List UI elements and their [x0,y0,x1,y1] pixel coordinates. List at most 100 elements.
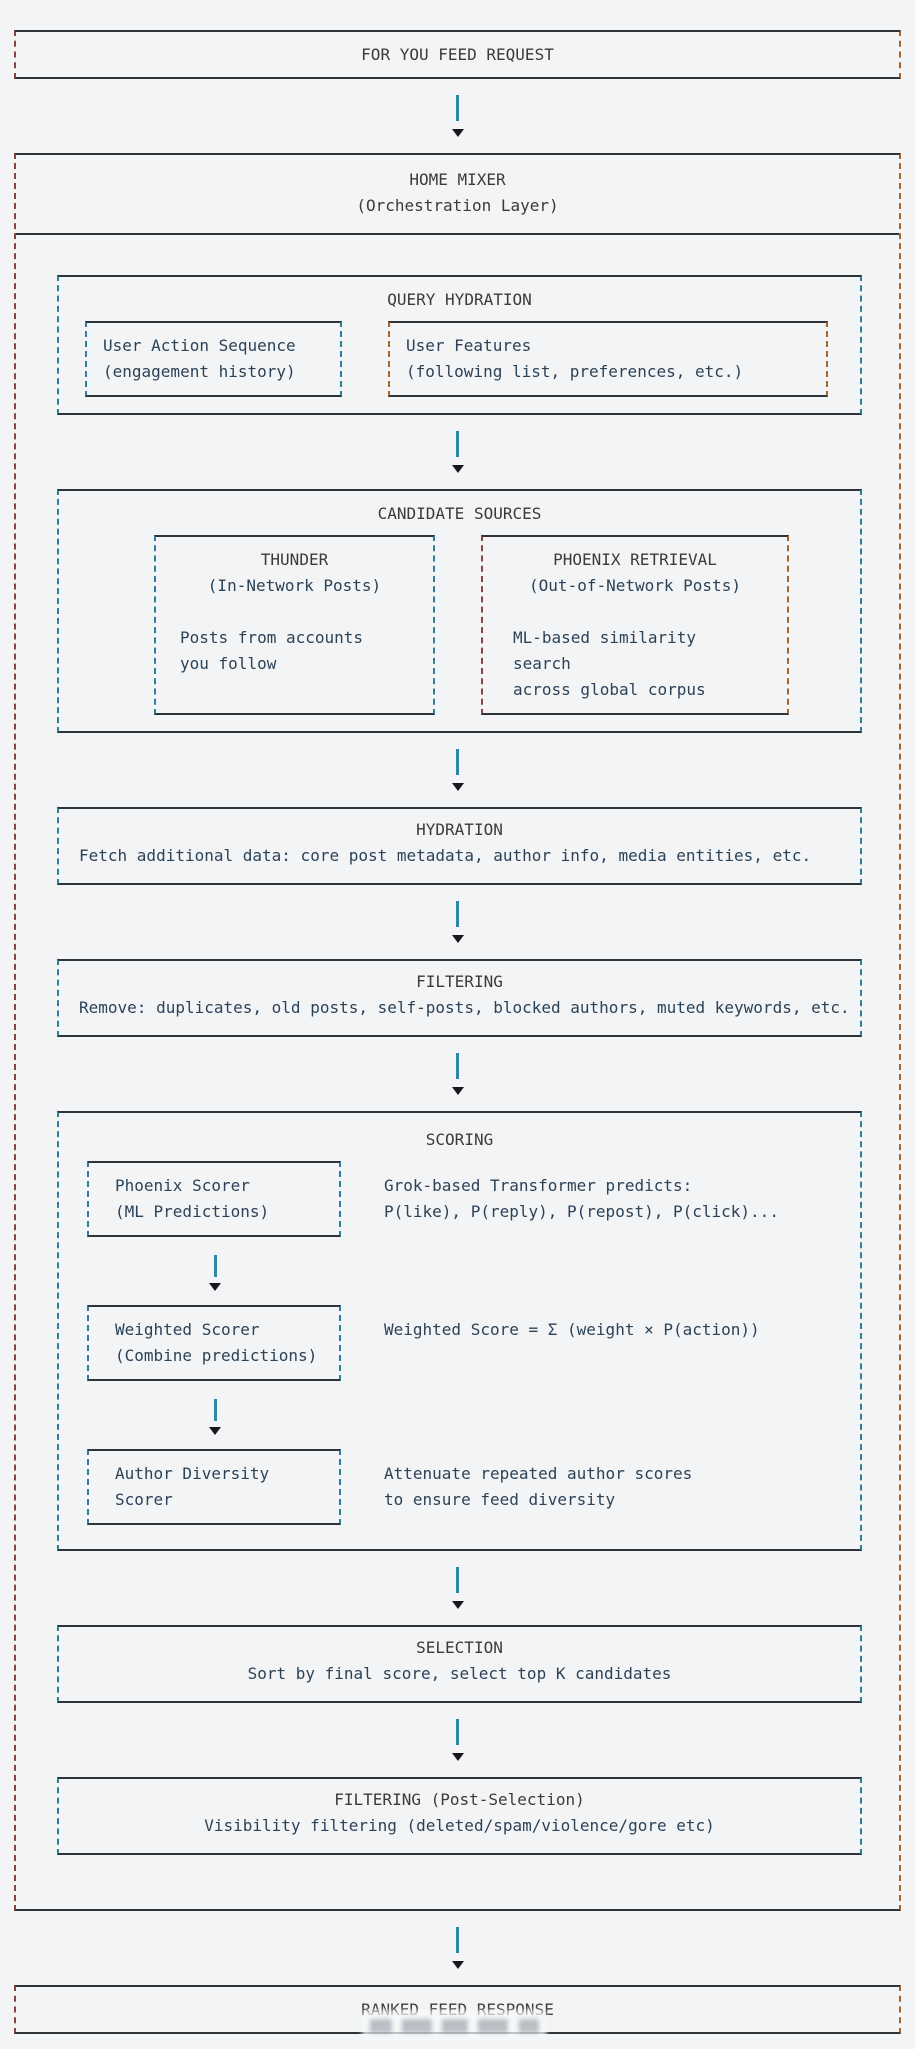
arrow-line [456,1053,459,1079]
arrow-line [456,749,459,775]
home-mixer-container: HOME MIXER (Orchestration Layer) QUERY H… [14,153,901,1911]
phoenix-scorer-line1: Phoenix Scorer [115,1176,250,1195]
spacer [180,599,409,625]
scoring-box: SCORING Phoenix Scorer (ML Predictions) … [57,1111,862,1551]
query-hydration-box: QUERY HYDRATION User Action Sequence (en… [57,275,862,415]
arrow-down-icon [451,783,464,791]
ranked-feed-response-box: RANKED FEED RESPONSE [14,1985,901,2042]
filtering-post-selection-box: FILTERING (Post-Selection) Visibility fi… [57,1777,862,1855]
weighted-scorer-desc: Weighted Score = Σ (weight × P(action)) [384,1305,760,1381]
phoenix-scorer-line2: (ML Predictions) [115,1202,270,1221]
request-title: FOR YOU FEED REQUEST [361,44,554,64]
author-diversity-scorer-line2: Scorer [115,1490,173,1509]
candidate-sources-row: THUNDER (In-Network Posts) Posts from ac… [59,535,860,715]
arrow-down-icon [451,1753,464,1761]
hydration-title: HYDRATION [416,820,503,839]
flow-arrow-sources-to-hydration [451,749,465,791]
phoenix-scorer-desc-line2: P(like), P(reply), P(repost), P(click)..… [384,1202,779,1221]
thunder-desc-line2: you follow [180,654,277,673]
arrow-down-icon [209,1427,221,1435]
selection-box: SELECTION Sort by final score, select to… [57,1625,862,1703]
watermark-smudge [441,2019,468,2033]
flow-arrow-scoring-to-selection [451,1567,465,1609]
thunder-desc-line1: Posts from accounts [180,628,364,647]
spacer [513,599,757,625]
author-diversity-scorer-row: Author Diversity Scorer Attenuate repeat… [59,1449,860,1525]
filtering-title: FILTERING [416,972,503,991]
phoenix-retrieval-box: PHOENIX RETRIEVAL (Out-of-Network Posts)… [481,535,789,715]
flow-arrow-weighted-to-diversity [208,1399,222,1435]
arrow-line [213,1399,217,1421]
arrow-down-icon [451,1601,464,1609]
author-diversity-scorer-line1: Author Diversity [115,1464,270,1483]
watermark-smudge [518,2019,539,2033]
for-you-feed-request-box: FOR YOU FEED REQUEST [14,30,901,79]
selection-title: SELECTION [416,1638,503,1657]
arrow-down-icon [451,935,464,943]
watermark-smudge [369,2019,392,2033]
user-action-sequence-line2: (engagement history) [103,362,296,381]
phoenix-scorer-box: Phoenix Scorer (ML Predictions) [87,1161,341,1237]
watermark-smudge [478,2019,509,2033]
scoring-title: SCORING [425,1130,494,1149]
author-diversity-scorer-desc-line2: to ensure feed diversity [384,1490,616,1509]
watermark-smudge [401,2019,432,2033]
phoenix-retrieval-desc-line1: ML-based similarity search [513,628,697,673]
flow-arrow-hydration-to-sources [451,431,465,473]
phoenix-scorer-row: Phoenix Scorer (ML Predictions) Grok-bas… [59,1161,860,1237]
arrow-line [456,95,459,121]
flow-arrow-selection-to-postfiltering [451,1719,465,1761]
user-features-line1: User Features [406,336,532,355]
phoenix-retrieval-name: PHOENIX RETRIEVAL [553,550,717,569]
arrow-down-icon [451,129,464,137]
query-hydration-row: User Action Sequence (engagement history… [59,321,860,397]
arrow-line [456,431,459,457]
arrow-line [456,901,459,927]
selection-body: Sort by final score, select top K candid… [247,1664,672,1683]
phoenix-retrieval-subtitle: (Out-of-Network Posts) [529,576,741,595]
thunder-box: THUNDER (In-Network Posts) Posts from ac… [154,535,435,715]
arrow-line [213,1255,217,1277]
user-action-sequence-box: User Action Sequence (engagement history… [85,321,342,397]
arrow-line [456,1567,459,1593]
filtering-box: FILTERING Remove: duplicates, old posts,… [57,959,862,1037]
user-action-sequence-line1: User Action Sequence [103,336,296,355]
hydration-box: HYDRATION Fetch additional data: core po… [57,807,862,885]
weighted-scorer-desc-line1: Weighted Score = Σ (weight × P(action)) [384,1320,760,1339]
author-diversity-scorer-desc: Attenuate repeated author scores to ensu… [384,1449,692,1525]
weighted-scorer-row: Weighted Scorer (Combine predictions) We… [59,1305,860,1381]
home-mixer-content: QUERY HYDRATION User Action Sequence (en… [16,235,899,1909]
weighted-scorer-line1: Weighted Scorer [115,1320,260,1339]
filtering-post-selection-title: FILTERING (Post-Selection) [334,1790,585,1809]
author-diversity-scorer-box: Author Diversity Scorer [87,1449,341,1525]
arrow-down-icon [451,1961,464,1969]
user-features-line2: (following list, preferences, etc.) [406,362,744,381]
flow-arrow-hydration-to-filtering [451,901,465,943]
phoenix-scorer-desc-line1: Grok-based Transformer predicts: [384,1176,693,1195]
weighted-scorer-line2: (Combine predictions) [115,1346,318,1365]
weighted-scorer-box: Weighted Scorer (Combine predictions) [87,1305,341,1381]
hydration-body: Fetch additional data: core post metadat… [79,846,812,865]
phoenix-retrieval-desc-line2: across global corpus [513,680,706,699]
candidate-sources-title: CANDIDATE SOURCES [377,504,542,523]
flow-arrow-mixer-to-response [451,1927,465,1969]
candidate-sources-box: CANDIDATE SOURCES THUNDER (In-Network Po… [57,489,862,733]
home-mixer-title: HOME MIXER [409,170,506,189]
flow-arrow-phoenix-to-weighted [208,1255,222,1291]
phoenix-scorer-desc: Grok-based Transformer predicts: P(like)… [384,1161,779,1237]
home-mixer-header: HOME MIXER (Orchestration Layer) [16,155,899,235]
thunder-subtitle: (In-Network Posts) [207,576,382,595]
home-mixer-subtitle: (Orchestration Layer) [356,196,559,215]
arrow-line [456,1719,459,1745]
arrow-down-icon [451,465,464,473]
thunder-name: THUNDER [260,550,329,569]
query-hydration-title: QUERY HYDRATION [387,290,532,309]
watermark-blur [361,2010,547,2042]
filtering-body: Remove: duplicates, old posts, self-post… [79,998,850,1017]
flow-arrow-request-to-mixer [451,95,465,137]
arrow-down-icon [209,1283,221,1291]
arrow-line [456,1927,459,1953]
filtering-post-selection-body: Visibility filtering (deleted/spam/viole… [204,1816,715,1835]
user-features-box: User Features (following list, preferenc… [388,321,828,397]
arrow-down-icon [451,1087,464,1095]
